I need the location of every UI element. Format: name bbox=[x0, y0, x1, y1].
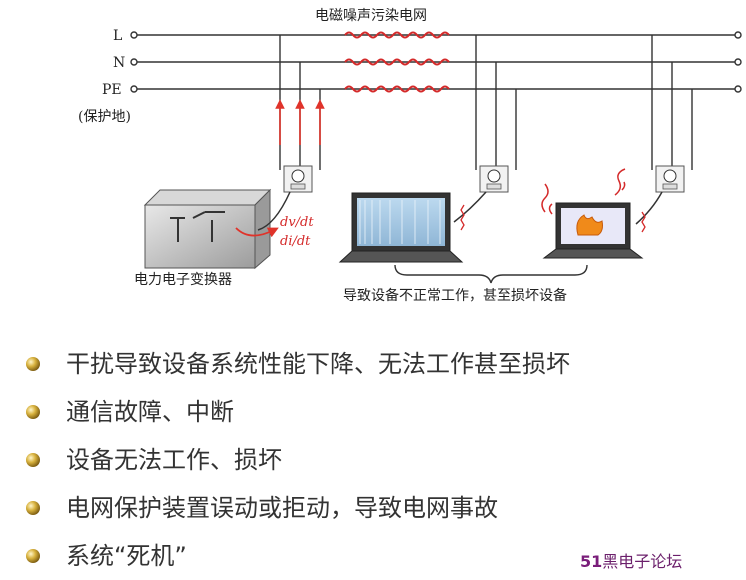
list-item: 设备无法工作、损坏 bbox=[22, 436, 722, 484]
dv-dt-label: dv/dt bbox=[280, 215, 314, 230]
effect-brace bbox=[394, 264, 588, 284]
laptop-1-cable bbox=[453, 191, 487, 223]
list-item: 电网保护装置误动或拒动，导致电网事故 bbox=[22, 484, 722, 532]
smoke-left-icon bbox=[541, 183, 553, 215]
outlet-1 bbox=[283, 165, 313, 193]
bullet-icon bbox=[26, 453, 40, 467]
list-item-text: 干扰导致设备系统性能下降、无法工作甚至损坏 bbox=[66, 350, 570, 378]
bullet-icon bbox=[26, 405, 40, 419]
list-item-text: 电网保护装置误动或拒动，导致电网事故 bbox=[66, 494, 498, 522]
dvdt-arrow bbox=[235, 227, 279, 238]
pe-note: (保护地) bbox=[78, 109, 131, 125]
laptop-2-noise bbox=[641, 211, 646, 233]
drop-wires bbox=[279, 35, 693, 170]
watermark-text: 黑电子论坛 bbox=[602, 552, 683, 571]
list-item-text: 系统“死机” bbox=[66, 542, 187, 570]
list-item-text: 设备无法工作、损坏 bbox=[66, 446, 282, 474]
laptop-2 bbox=[542, 202, 644, 259]
laptop-1-noise bbox=[460, 204, 465, 231]
noise-arrows bbox=[275, 99, 325, 145]
outlet-2 bbox=[479, 165, 509, 193]
line-label-n: N bbox=[113, 55, 125, 71]
watermark-number: 51 bbox=[580, 552, 603, 571]
list-item: 干扰导致设备系统性能下降、无法工作甚至损坏 bbox=[22, 340, 722, 388]
smoke-right-icon bbox=[614, 168, 626, 196]
list-item-text: 通信故障、中断 bbox=[66, 398, 234, 426]
diagram-title: 电磁噪声污染电网 bbox=[315, 8, 427, 24]
converter-cable bbox=[257, 191, 291, 231]
bullet-icon bbox=[26, 501, 40, 515]
laptop-1 bbox=[338, 192, 464, 263]
watermark: 51黑电子论坛 bbox=[580, 548, 682, 572]
line-label-pe: PE bbox=[102, 82, 122, 98]
line-label-l: L bbox=[113, 28, 122, 44]
list-item: 系统“死机” bbox=[22, 532, 722, 580]
emi-diagram: 电磁噪声污染电网 L N PE (保护地) bbox=[78, 8, 742, 304]
di-dt-label: di/dt bbox=[280, 234, 311, 249]
bullet-icon bbox=[26, 357, 40, 371]
outlet-3 bbox=[655, 165, 685, 193]
converter-label: 电力电子变换器 bbox=[134, 271, 232, 288]
power-lines bbox=[130, 31, 742, 93]
bullet-list: 干扰导致设备系统性能下降、无法工作甚至损坏 通信故障、中断 设备无法工作、损坏 … bbox=[22, 340, 722, 580]
laptop-2-cable bbox=[635, 191, 663, 225]
bullet-icon bbox=[26, 549, 40, 563]
list-item: 通信故障、中断 bbox=[22, 388, 722, 436]
effect-label: 导致设备不正常工作，甚至损坏设备 bbox=[343, 287, 567, 304]
noise-waves bbox=[344, 31, 450, 93]
power-converter bbox=[143, 188, 272, 270]
